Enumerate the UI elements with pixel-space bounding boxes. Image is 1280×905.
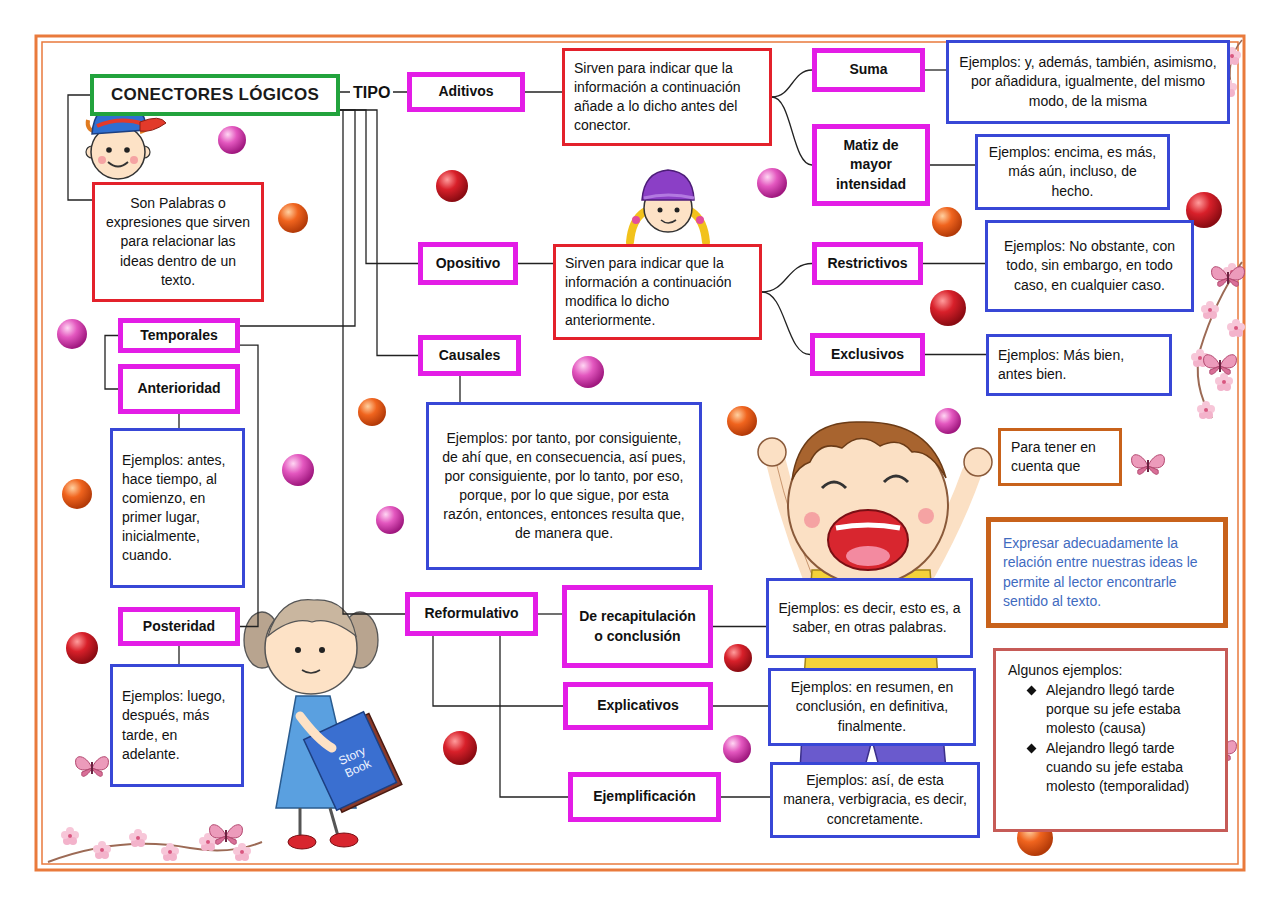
category-box: Posteridad [118,607,240,646]
node-text: Sirven para indicar que la información a… [565,254,750,330]
node-text: Ejemplos: es decir, esto es, a saber, en… [778,599,961,637]
connector [433,636,563,706]
category-box: Anterioridad [118,364,240,414]
connector [525,91,562,92]
connector [500,636,568,797]
node-text: Restrictivos [823,254,912,273]
definition-box: Sirven para indicar que la información a… [562,48,772,146]
connector [930,164,975,165]
note-box: Algunos ejemplos:Alejandro llegó tarde p… [993,648,1228,832]
example-box: Ejemplos: es decir, esto es, a saber, en… [766,578,973,658]
node-text: Ejemplos: por tanto, por consiguiente, d… [438,429,690,543]
connector [772,97,812,165]
example-box: Ejemplos: en resumen, en conclusión, en … [768,668,976,746]
connector [459,376,460,402]
definition-box: Son Palabras o expresiones que sirven pa… [92,182,264,302]
bullet-text: Alejandro llegó tarde cuando su jefe est… [1008,739,1213,796]
node-text: Opositivo [429,254,507,273]
type-label: TIPO [350,84,393,102]
connector [925,354,986,355]
connector [713,626,766,627]
example-box: Ejemplos: por tanto, por consiguiente, d… [426,402,702,570]
connector [772,70,812,97]
category-box: Temporales [118,318,240,353]
node-text: Sirven para indicar que la información a… [574,59,760,135]
connector [762,264,812,293]
example-box: Ejemplos: luego, después, más tarde, en … [110,664,244,787]
node-text: Ejemplos: Más bien, antes bien. [998,346,1160,384]
connector [538,613,562,614]
node-text: Matiz de mayor intensidad [823,136,919,193]
connector [68,95,92,200]
node-text: Ejemplos: en resumen, en conclusión, en … [780,678,964,735]
category-box: Explicativos [563,682,713,730]
node-text: Algunos ejemplos: [1008,661,1213,680]
example-box: Ejemplos: antes, hace tiempo, al comienz… [110,428,245,588]
node-text: Ejemplos: y, además, también, asimismo, … [958,53,1218,110]
connector [713,705,768,706]
category-box: Reformulativo [405,592,538,636]
node-text: Ejemplos: No obstante, con todo, sin emb… [997,237,1182,294]
node-text: Ejemplos: así, de esta manera, verbigrac… [782,771,968,828]
node-text: Posteridad [129,617,229,636]
node-text: Causales [429,346,510,365]
connector [518,263,553,264]
connector [923,263,985,264]
note-box: Expresar adecuadamente la relación entre… [986,517,1228,628]
example-box: Ejemplos: No obstante, con todo, sin emb… [985,220,1194,312]
bullet-text: Alejandro llegó tarde porque su jefe est… [1008,681,1213,738]
connector [340,110,418,264]
title-box: CONECTORES LÓGICOS [90,74,340,116]
example-box: Ejemplos: encima, es más, más aún, inclu… [975,134,1170,210]
node-text: Ejemplos: encima, es más, más aún, inclu… [987,143,1158,200]
connector [925,69,946,70]
node-text: Reformulativo [416,604,527,623]
node-text: Ejemplos: antes, hace tiempo, al comienz… [122,451,233,565]
definition-box: Sirven para indicar que la información a… [553,244,762,340]
node-text: Temporales [129,326,229,345]
node-text: De recapitulación o conclusión [573,607,702,645]
node-text: Para tener en cuenta que [1011,438,1109,476]
category-box: Restrictivos [812,242,923,285]
node-text: Suma [823,60,914,79]
note-box: Para tener en cuenta que [998,428,1122,486]
category-box: Exclusivos [810,333,925,376]
node-text: Aditivos [418,82,514,101]
category-box: Ejemplificación [568,772,721,822]
node-text: Anterioridad [129,379,229,398]
example-box: Ejemplos: Más bien, antes bien. [986,334,1172,396]
connector [340,110,405,614]
connector [178,414,179,428]
node-text: Expresar adecuadamente la relación entre… [1003,534,1211,610]
category-box: Opositivo [418,242,518,285]
connector [340,110,418,356]
node-text: Ejemplos: luego, después, más tarde, en … [122,687,232,763]
node-text: Explicativos [574,696,702,715]
category-box: Aditivos [407,72,525,112]
connector [762,292,810,355]
connector [721,796,770,797]
category-box: Matiz de mayor intensidad [812,124,930,206]
category-box: Causales [418,335,521,376]
example-box: Ejemplos: así, de esta manera, verbigrac… [770,762,980,838]
node-text: Ejemplificación [579,787,710,806]
node-text: Son Palabras o expresiones que sirven pa… [104,194,252,289]
category-box: Suma [812,48,925,92]
node-text: CONECTORES LÓGICOS [102,83,328,106]
connector [178,646,179,664]
connector [105,336,118,389]
example-box: Ejemplos: y, además, también, asimismo, … [946,40,1230,124]
node-text: Exclusivos [821,345,914,364]
category-box: De recapitulación o conclusión [562,585,713,668]
